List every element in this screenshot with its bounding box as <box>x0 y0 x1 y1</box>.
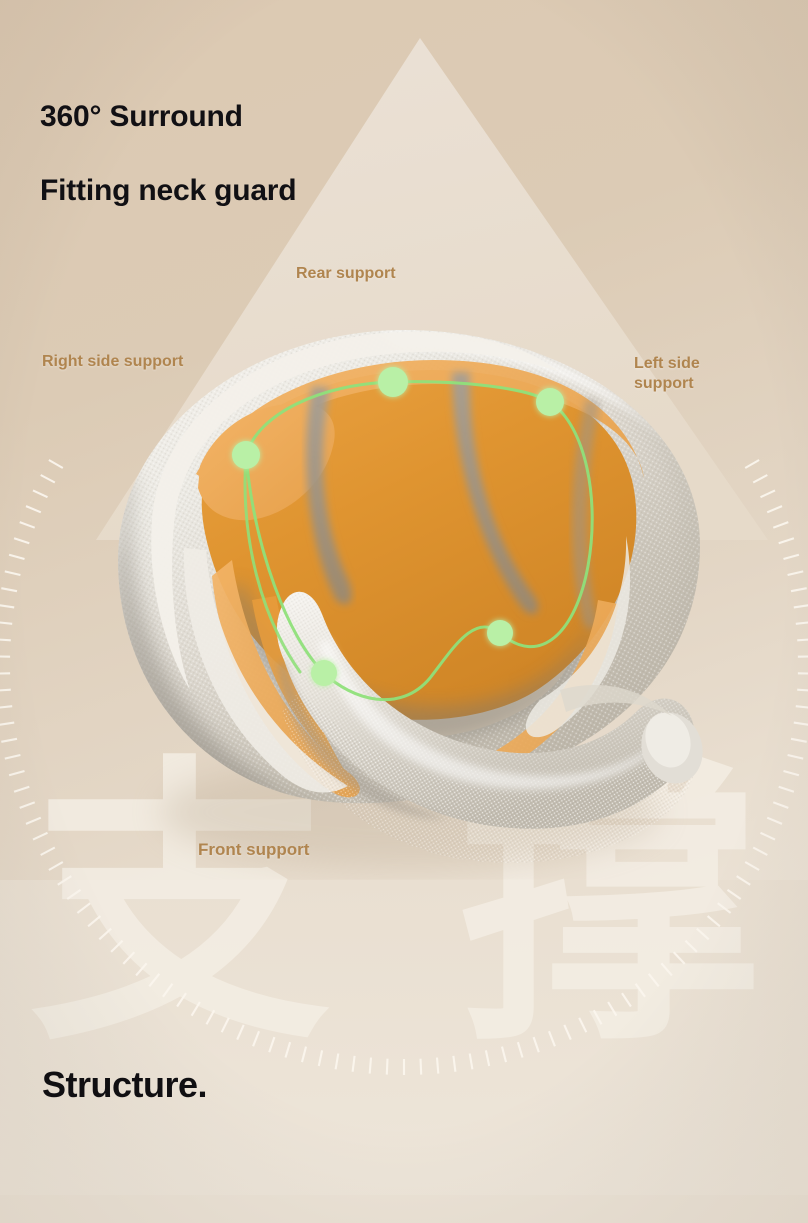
marker-right-side-support <box>232 441 260 469</box>
svg-text:撑: 撑 <box>460 732 760 1081</box>
label-front-support: Front support <box>198 840 310 859</box>
pressure-zones <box>196 360 644 798</box>
label-rear-support: Rear support <box>296 265 396 282</box>
page-caption: Structure. <box>42 1064 208 1105</box>
label-left-side-support-line2: support <box>634 374 694 392</box>
marker-left-side-support <box>536 388 564 416</box>
watermark-characters: 支 撑 <box>30 732 760 1081</box>
dashed-tick-ring <box>0 459 808 1075</box>
label-right-side-support: Right side support <box>42 353 184 370</box>
label-left-side-support-line1: Left side <box>634 355 700 372</box>
headline-line-2: Fitting neck guard <box>40 174 297 207</box>
label-left-side-support: Left side support <box>634 354 744 394</box>
svg-text:支: 支 <box>30 732 330 1081</box>
marker-rear-support <box>378 367 408 397</box>
pillow-front-arm <box>276 591 703 864</box>
support-contour-line <box>243 380 594 702</box>
support-marker-dots <box>232 367 564 686</box>
marker-front-support <box>311 660 337 686</box>
marker-front-right-support <box>487 620 513 646</box>
pillow-body <box>118 330 700 804</box>
headline-line-1: 360° Surround <box>40 100 243 133</box>
pillow-cavity <box>303 561 576 739</box>
